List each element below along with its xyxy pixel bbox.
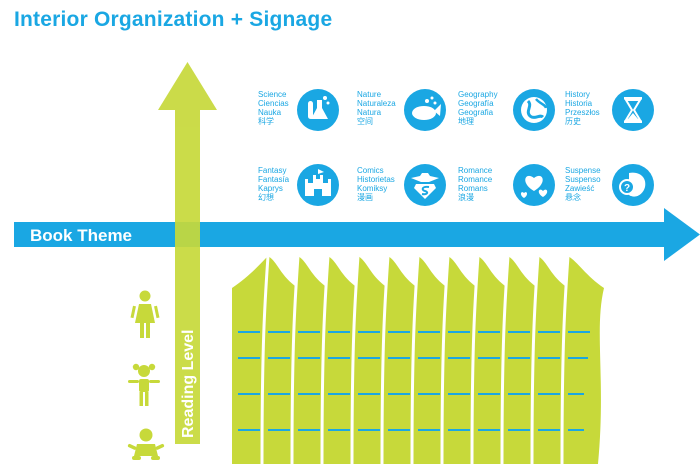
shelf-panel [262,256,298,464]
shelf-panel [292,256,328,464]
theme-label-line: 科学 [258,116,274,126]
shelf-panel [412,256,448,464]
theme-label-line: 地理 [458,116,474,126]
geography-globe-icon [513,89,555,131]
theme-label-line: Geografia [458,108,494,117]
page-title: Interior Organization + Signage [14,8,333,31]
theme-label-line: Ciencias [258,99,289,108]
science-flask-icon [297,89,339,131]
shelf-divider [380,255,390,465]
theme-label-line: Natura [357,108,382,117]
theme-label-line: Romance [458,175,493,184]
bookshelf-stacks [232,255,604,465]
shelf-divider [530,255,540,465]
suspense-mystery-icon: ? [612,164,654,206]
theme-label-line: Przeszłos [565,108,600,117]
theme-label-line: Geografía [458,99,494,108]
shelf-panel [442,256,478,464]
shelf-divider [500,255,510,465]
theme-label-line: Science [258,90,287,99]
theme-label-line: Comics [357,166,384,175]
history-hourglass-icon [612,89,654,131]
shelf-divider [440,255,450,465]
theme-label-line: Naturaleza [357,99,396,108]
theme-label-line: 历史 [565,116,581,126]
theme-label-line: 悬念 [565,192,581,202]
child-figure-icon [128,363,160,406]
theme-label-line: Komiksy [357,184,387,193]
shelf-divider [290,255,300,465]
theme-label-line: Nauka [258,108,282,117]
theme-label-line: Zawieść [565,184,594,193]
theme-label-line: Historia [565,99,593,108]
shelf-panel [382,256,418,464]
shelf-panel [562,256,604,464]
book-theme-axis: Book Theme [14,208,700,261]
theme-label-line: Fantasy [258,166,286,175]
reading-level-label: Reading Level [180,330,197,438]
comics-superhero-icon [404,164,446,206]
theme-label-line: 幻想 [258,192,274,202]
theme-label-line: 空间 [357,116,373,126]
theme-grid: ScienceCienciasNauka科学NatureNaturalezaNa… [258,89,654,206]
shelf-divider [320,255,330,465]
theme-label-line: Suspense [565,166,601,175]
theme-label-line: 浪漫 [458,192,474,202]
theme-label-line: Historietas [357,175,395,184]
svg-text:?: ? [624,183,630,194]
shelf-divider [470,255,480,465]
adult-figure-icon [130,290,160,338]
shelf-panel [472,256,508,464]
theme-label-line: Suspenso [565,175,601,184]
theme-label-line: Kaprys [258,184,283,193]
theme-label-line: Romans [458,184,488,193]
book-theme-label: Book Theme [30,226,132,245]
baby-figure-icon [127,428,165,460]
fantasy-castle-icon [297,164,339,206]
shelf-panel [232,256,268,464]
theme-label-line: History [565,90,590,99]
nature-whale-icon [404,89,446,131]
shelf-panel [322,256,358,464]
shelf-divider [560,255,570,465]
shelf-divider [260,255,270,465]
theme-label-line: 漫画 [357,192,373,202]
theme-label-line: Geography [458,90,498,99]
shelf-panel [352,256,388,464]
theme-label-line: Nature [357,90,382,99]
shelf-panel [532,256,568,464]
theme-label-line: Romance [458,166,493,175]
shelf-divider [350,255,360,465]
theme-label-line: Fantasía [258,175,290,184]
shelf-divider [410,255,420,465]
reading-level-axis [158,62,217,444]
romance-hearts-icon [513,164,555,206]
shelf-panel [502,256,538,464]
